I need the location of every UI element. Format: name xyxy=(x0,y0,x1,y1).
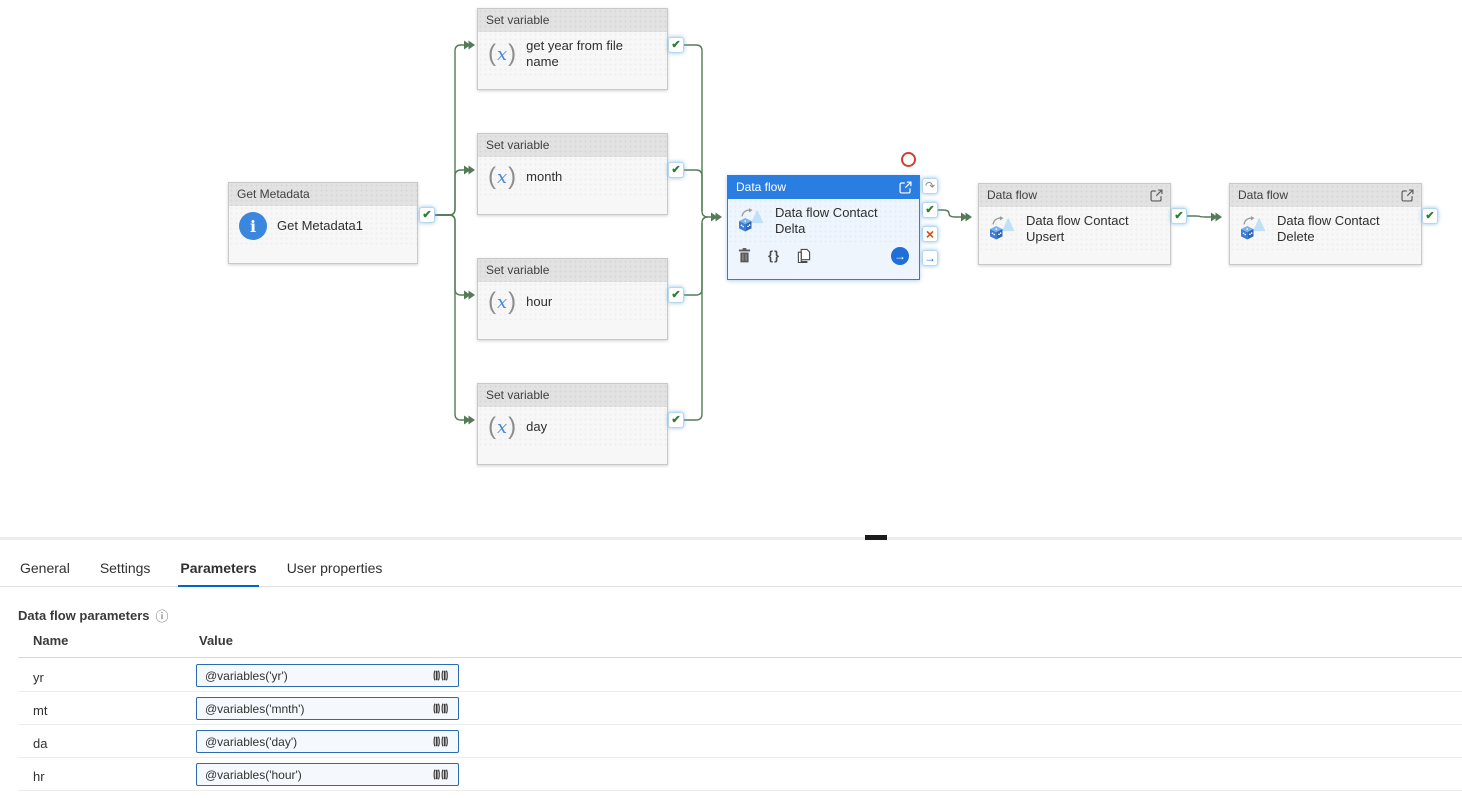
activity-type-label: Set variable xyxy=(486,138,550,152)
param-name: yr xyxy=(33,670,44,685)
dynamic-content-icon xyxy=(432,769,450,781)
activity-type-label: Get Metadata xyxy=(237,187,310,201)
dynamic-content-icon xyxy=(432,670,450,682)
success-port-check-icon[interactable]: ✔ xyxy=(419,207,435,223)
column-header-value: Value xyxy=(199,633,233,648)
info-icon: ⓘ xyxy=(155,609,169,624)
param-name: da xyxy=(33,736,48,751)
delete-activity-icon[interactable] xyxy=(738,248,751,263)
param-value-input[interactable] xyxy=(196,763,459,786)
success-port-check-icon[interactable]: ✔ xyxy=(668,412,684,428)
param-value-input[interactable] xyxy=(196,664,459,687)
activity-type-header: Set variable xyxy=(478,259,667,282)
activity-set-variable-month[interactable]: Set variable (x) month xyxy=(477,133,668,215)
open-dataflow-icon[interactable] xyxy=(1149,188,1164,203)
open-dataflow-icon[interactable] xyxy=(898,180,913,195)
activity-config-panel: General Settings Parameters User propert… xyxy=(0,540,1462,798)
pipeline-canvas[interactable]: Get Metadata i Get Metadata1 Set variabl… xyxy=(0,0,1462,537)
clone-activity-icon[interactable] xyxy=(797,248,811,263)
success-port-check-icon[interactable]: ✔ xyxy=(668,162,684,178)
activity-set-variable-hour[interactable]: Set variable (x) hour xyxy=(477,258,668,340)
failure-port-x-icon[interactable]: × xyxy=(922,226,938,242)
skipped-port-icon[interactable]: ↷ xyxy=(922,178,938,194)
param-name: mt xyxy=(33,703,48,718)
param-name: hr xyxy=(33,769,45,784)
code-braces-icon[interactable]: {} xyxy=(768,248,781,263)
activity-name: Data flow Contact Upsert xyxy=(1026,213,1129,245)
dataflow-icon xyxy=(1240,215,1267,243)
activity-type-header: Set variable xyxy=(478,384,667,407)
activity-set-variable-year[interactable]: Set variable (x) get year from file name xyxy=(477,8,668,90)
success-port-check-icon[interactable]: ✔ xyxy=(668,287,684,303)
dynamic-content-icon xyxy=(432,703,450,715)
activity-name: Data flow Contact Delta xyxy=(775,205,878,237)
column-header-name: Name xyxy=(33,633,69,648)
activity-type-label: Data flow xyxy=(1238,188,1289,202)
activity-name: day xyxy=(526,418,548,434)
success-port-check-icon[interactable]: ✔ xyxy=(922,202,938,218)
activity-type-header: Get Metadata xyxy=(229,183,417,206)
activity-type-label: Set variable xyxy=(486,13,550,27)
go-to-activity-button[interactable]: → xyxy=(891,246,909,265)
set-variable-icon: (x) xyxy=(488,40,517,68)
set-variable-icon: (x) xyxy=(488,163,517,190)
dataflow-icon xyxy=(989,215,1016,243)
activity-type-label: Set variable xyxy=(486,388,550,402)
activity-type-label: Data flow xyxy=(987,188,1038,202)
config-tabs: General Settings Parameters User propert… xyxy=(0,554,1462,587)
activity-name: hour xyxy=(526,293,553,309)
dataflow-icon xyxy=(738,207,765,235)
activity-type-label: Set variable xyxy=(486,263,550,277)
open-dataflow-icon[interactable] xyxy=(1400,188,1415,203)
param-value-input[interactable] xyxy=(196,697,459,720)
param-value-input[interactable] xyxy=(196,730,459,753)
success-port-check-icon[interactable]: ✔ xyxy=(1171,208,1187,224)
section-title: Data flow parameters ⓘ xyxy=(18,608,169,624)
success-port-check-icon[interactable]: ✔ xyxy=(1422,208,1438,224)
tab-user-properties[interactable]: User properties xyxy=(286,560,383,576)
completion-port-arrow-icon[interactable]: → xyxy=(922,250,938,266)
activity-dataflow-delete[interactable]: Data flow xyxy=(1229,183,1422,265)
activity-name: get year from file name xyxy=(526,38,623,70)
activity-name: Get Metadata1 xyxy=(277,217,363,233)
tab-general[interactable]: General xyxy=(20,560,70,576)
get-metadata-icon: i xyxy=(239,212,267,240)
set-variable-icon: (x) xyxy=(488,413,517,440)
tab-settings[interactable]: Settings xyxy=(99,560,151,576)
activity-type-header: Data flow xyxy=(1230,184,1421,207)
activity-type-label: Data flow xyxy=(736,180,787,194)
activity-type-header: Set variable xyxy=(478,134,667,157)
activity-type-header: Data flow xyxy=(979,184,1170,207)
activity-name: Data flow Contact Delete xyxy=(1277,213,1380,245)
success-port-check-icon[interactable]: ✔ xyxy=(668,37,684,53)
tab-parameters[interactable]: Parameters xyxy=(178,554,259,587)
activity-get-metadata[interactable]: Get Metadata i Get Metadata1 xyxy=(228,182,418,264)
panel-divider xyxy=(0,537,1462,540)
breakpoint-circle xyxy=(901,152,916,167)
activity-type-header: Data flow xyxy=(728,176,919,199)
activity-dataflow-delta[interactable]: Data flow xyxy=(727,175,920,280)
dynamic-content-icon xyxy=(432,736,450,748)
activity-dataflow-upsert[interactable]: Data flow xyxy=(978,183,1171,265)
activity-name: month xyxy=(526,168,563,184)
set-variable-icon: (x) xyxy=(488,288,517,315)
activity-type-header: Set variable xyxy=(478,9,667,32)
activity-set-variable-day[interactable]: Set variable (x) day xyxy=(477,383,668,465)
panel-resize-handle[interactable] xyxy=(865,535,887,541)
